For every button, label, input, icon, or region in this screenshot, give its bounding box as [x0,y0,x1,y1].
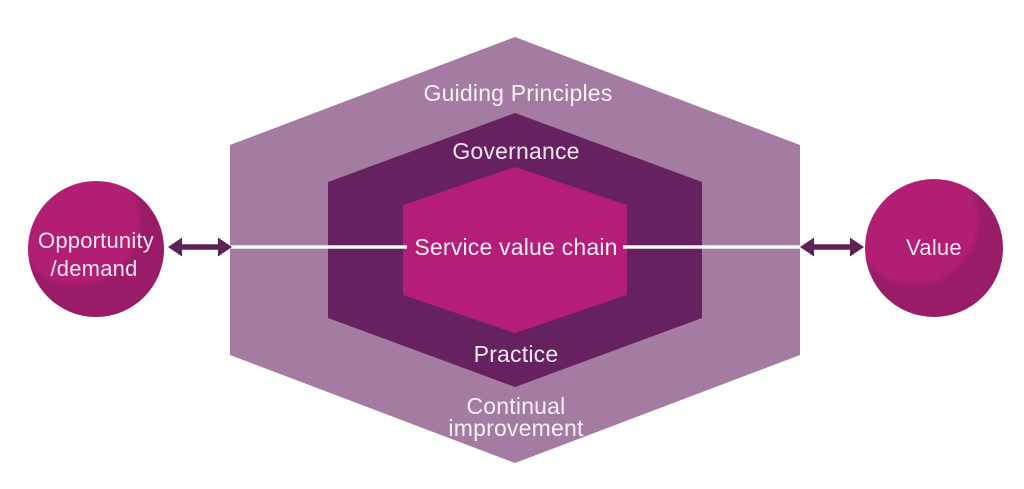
opportunity-demand-circle [28,181,164,317]
governance-label: Governance [452,138,579,164]
value-label: Value [906,235,962,260]
continual-improvement-label-line2: improvement [448,415,584,441]
opportunity-demand-label-line2: /demand [50,256,137,281]
connector-line-right-segment [623,245,800,249]
left-double-arrow [168,237,232,257]
right-double-arrow [800,237,864,257]
inner-hexagon-service-value-chain [403,167,627,333]
practice-label: Practice [474,341,559,367]
continual-improvement-label-line1: Continual [467,393,566,419]
connector-line-left-segment [230,245,407,249]
opportunity-demand-label-line1: Opportunity [38,228,154,253]
guiding-principles-label: Guiding Principles [424,80,613,106]
value-circle [865,179,1003,317]
service-value-chain-label: Service value chain [414,234,617,260]
